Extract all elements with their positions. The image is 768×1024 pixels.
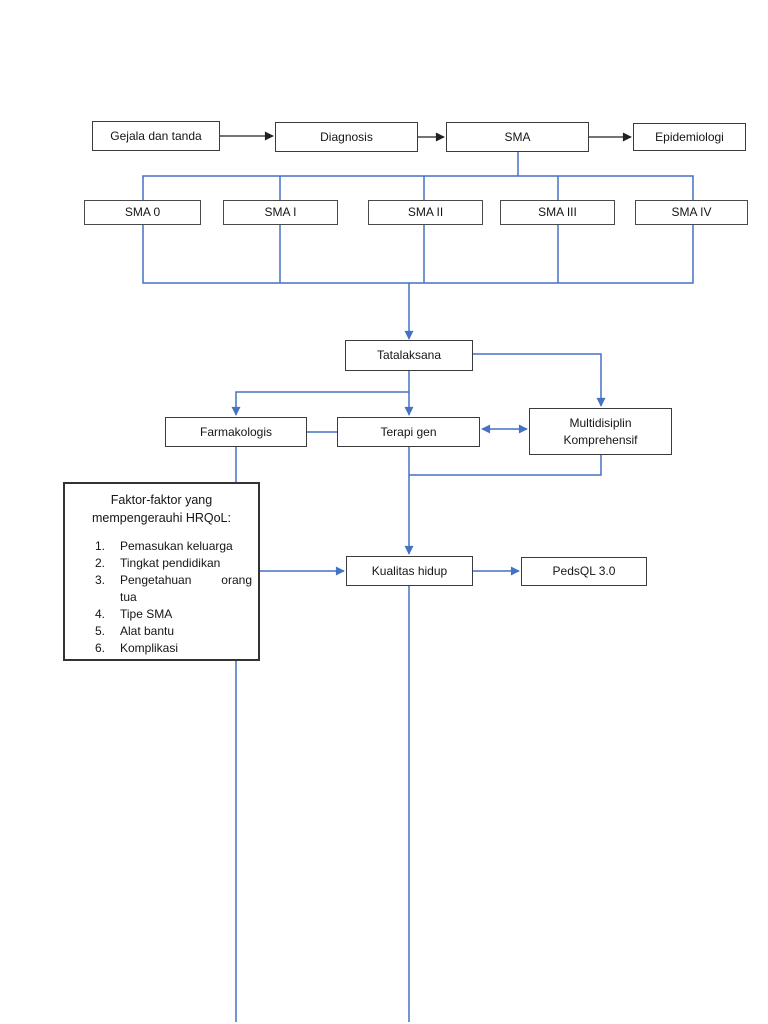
- list-item-text: Pemasukan keluarga: [120, 539, 233, 553]
- node-label: Kualitas hidup: [371, 563, 448, 578]
- node-label: SMA IV: [671, 205, 712, 219]
- list-item-number: 1.: [95, 539, 106, 553]
- node-label: SMA: [504, 129, 531, 144]
- node-label: PedsQL 3.0: [552, 564, 616, 578]
- node-sma: SMA: [446, 122, 589, 152]
- node-terapi-gen: Terapi gen: [337, 417, 480, 447]
- node-kualitas-hidup: Kualitas hidup: [346, 556, 473, 586]
- node-label: Gejala dan tanda: [110, 128, 202, 143]
- line-branch-top: [142, 175, 694, 201]
- node-sma-3: SMA III: [500, 200, 615, 225]
- wrapped-word: tua: [120, 590, 137, 604]
- list-item-text: Komplikasi: [120, 641, 179, 655]
- node-diagnosis: Diagnosis: [275, 122, 418, 152]
- node-label: SMA III: [538, 205, 577, 219]
- faktor-title-line1: Faktor-faktor yang: [110, 493, 213, 507]
- list-item-text: Tipe SMA: [120, 607, 173, 621]
- node-sma-0: SMA 0: [84, 200, 201, 225]
- node-label: SMA II: [407, 205, 444, 219]
- list-item-number: 3.: [95, 573, 106, 587]
- node-sma-1: SMA I: [223, 200, 338, 225]
- arrow-tatalaksana-to-farmakologis: [231, 391, 409, 416]
- list-item-number: 2.: [95, 556, 106, 570]
- node-faktor-hrqol: Faktor-faktor yang mempengerauhi HRQoL: …: [63, 482, 260, 661]
- list-item-number: 5.: [95, 624, 106, 638]
- line-multidisiplin-join: [409, 455, 602, 476]
- list-item: 6. Komplikasi: [95, 640, 258, 657]
- line-collect-bottom: [142, 225, 694, 284]
- faktor-title: Faktor-faktor yang mempengerauhi HRQoL:: [65, 491, 258, 527]
- faktor-title-line2: mempengerauhi HRQoL:: [92, 511, 231, 525]
- node-label: Tatalaksana: [376, 348, 442, 362]
- node-farmakologis: Farmakologis: [165, 417, 307, 447]
- faktor-list: 1. Pemasukan keluarga 2. Tingkat pendidi…: [65, 538, 258, 657]
- list-item: 5. Alat bantu: [95, 623, 258, 640]
- node-pedsql: PedsQL 3.0: [521, 557, 647, 586]
- node-label-line2: Komprehensif: [563, 432, 638, 447]
- node-label-line1: Multidisiplin: [569, 415, 632, 430]
- node-tatalaksana: Tatalaksana: [345, 340, 473, 371]
- node-label: SMA 0: [124, 205, 161, 219]
- node-label: SMA I: [264, 205, 297, 219]
- node-label: Farmakologis: [199, 424, 273, 439]
- list-item-number: 4.: [95, 607, 106, 621]
- list-item: 4. Tipe SMA: [95, 606, 258, 623]
- list-item: 1. Pemasukan keluarga: [95, 538, 258, 555]
- arrow-tatalaksana-to-multidisiplin: [473, 353, 606, 407]
- list-item-number: 6.: [95, 641, 106, 655]
- list-item: 3. Pengetahuan orang tua: [95, 572, 258, 606]
- node-sma-4: SMA IV: [635, 200, 748, 225]
- node-gejala-dan-tanda: Gejala dan tanda: [92, 121, 220, 151]
- list-item-text: Alat bantu: [120, 624, 175, 638]
- node-label: Diagnosis: [320, 129, 373, 144]
- node-label: Epidemiologi: [655, 129, 724, 144]
- list-item-text: Pengetahuan orang tua: [120, 572, 258, 606]
- justified-line: Pengetahuan orang: [120, 573, 252, 587]
- node-label: Terapi gen: [380, 424, 437, 439]
- node-multidisiplin-komprehensif: Multidisiplin Komprehensif: [529, 408, 672, 455]
- list-item: 2. Tingkat pendidikan: [95, 555, 258, 572]
- list-item-text: Tingkat pendidikan: [120, 556, 221, 570]
- node-sma-2: SMA II: [368, 200, 483, 225]
- node-epidemiologi: Epidemiologi: [633, 123, 746, 151]
